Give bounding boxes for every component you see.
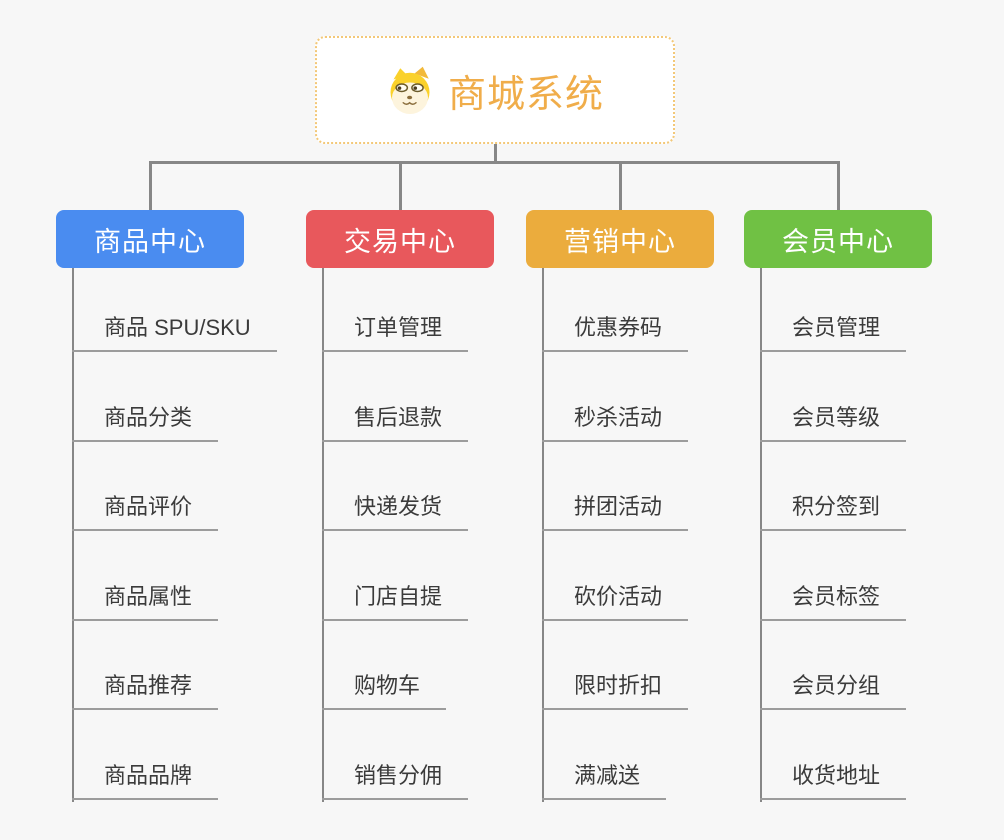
leaf-item[interactable]: 秒杀活动: [542, 404, 689, 442]
leaf-item[interactable]: 商品 SPU/SKU: [72, 314, 277, 352]
leaf-item[interactable]: 商品推荐: [72, 672, 219, 710]
leaf-item[interactable]: 拼团活动: [542, 493, 689, 531]
branch-drop-line-1: [398, 161, 402, 210]
leaf-item[interactable]: 商品评价: [72, 493, 219, 531]
root-node[interactable]: 商城系统: [315, 36, 675, 144]
branch-trunk-line-2: [542, 268, 544, 802]
leaf-item[interactable]: 优惠券码: [542, 314, 689, 352]
branch-node-3[interactable]: 会员中心: [744, 210, 932, 268]
leaf-item[interactable]: 商品品牌: [72, 762, 219, 800]
branch-label: 营销中心: [564, 226, 676, 257]
branch-trunk-line-1: [322, 268, 324, 802]
leaf-item[interactable]: 会员等级: [760, 404, 907, 442]
leaf-item[interactable]: 门店自提: [322, 583, 469, 621]
branch-node-2[interactable]: 营销中心: [526, 210, 714, 268]
doge-icon: [386, 66, 434, 114]
branch-node-0[interactable]: 商品中心: [56, 210, 244, 268]
branch-drop-line-3: [836, 161, 840, 210]
leaf-item[interactable]: 商品分类: [72, 404, 219, 442]
leaf-item[interactable]: 销售分佣: [322, 762, 469, 800]
leaf-item[interactable]: 快递发货: [322, 493, 469, 531]
branch-bar-line: [148, 161, 840, 164]
root-title: 商城系统: [447, 73, 604, 116]
leaf-item[interactable]: 商品属性: [72, 583, 219, 621]
leaf-item[interactable]: 订单管理: [322, 314, 469, 352]
leaf-item[interactable]: 会员标签: [760, 583, 907, 621]
branch-node-1[interactable]: 交易中心: [306, 210, 494, 268]
branch-label: 交易中心: [344, 226, 456, 257]
leaf-item[interactable]: 会员管理: [760, 314, 907, 352]
leaf-item[interactable]: 限时折扣: [542, 672, 689, 710]
leaf-item[interactable]: 售后退款: [322, 404, 469, 442]
leaf-item[interactable]: 积分签到: [760, 493, 907, 531]
branch-label: 商品中心: [94, 226, 206, 257]
branch-trunk-line-0: [72, 268, 74, 802]
leaf-item[interactable]: 会员分组: [760, 672, 907, 710]
leaf-item[interactable]: 砍价活动: [542, 583, 689, 621]
branch-label: 会员中心: [782, 226, 894, 257]
branch-drop-line-2: [618, 161, 622, 210]
leaf-item[interactable]: 购物车: [322, 672, 447, 710]
branch-trunk-line-3: [760, 268, 762, 802]
branch-drop-line-0: [148, 161, 152, 210]
root-stem-line: [493, 144, 497, 164]
leaf-item[interactable]: 满减送: [542, 762, 667, 800]
leaf-item[interactable]: 收货地址: [760, 762, 907, 800]
